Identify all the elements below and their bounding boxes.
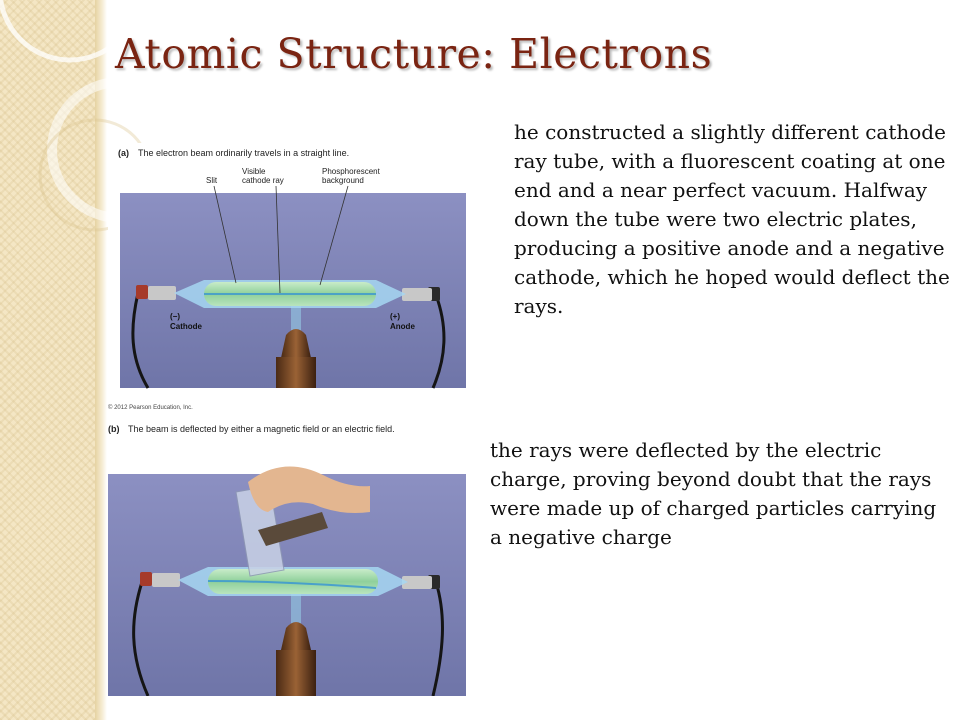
decorative-strip-edge — [95, 0, 107, 720]
label-visible-line1: Visible — [242, 167, 266, 176]
paragraph-tube-description: he constructed a slightly different cath… — [514, 120, 950, 318]
label-phosphorescent-line1: Phosphorescent — [322, 167, 381, 176]
deflected-beam — [207, 580, 377, 589]
slide-title: Atomic Structure: Electrons — [115, 30, 713, 78]
label-cathode: Cathode — [170, 322, 203, 331]
figure-a-straight-beam: (a) The electron beam ordinarily travels… — [108, 143, 470, 398]
figure-copyright: © 2012 Pearson Education, Inc. — [108, 404, 193, 411]
label-slit: Slit — [206, 176, 218, 185]
decorative-side-strip — [0, 0, 95, 720]
paragraph-deflection-result: the rays were deflected by the electric … — [490, 438, 937, 549]
hand — [248, 466, 370, 513]
label-anode-sign: (+) — [390, 312, 400, 321]
magnet-bar — [258, 512, 328, 546]
figure-a-caption: The electron beam ordinarily travels in … — [138, 148, 349, 158]
figure-a-caption-letter: (a) — [118, 148, 129, 158]
figure-b-deflected-beam: © 2012 Pearson Education, Inc. (b) The b… — [108, 400, 470, 696]
label-visible-line2: cathode ray — [242, 176, 284, 185]
label-anode: Anode — [390, 322, 415, 331]
figure-b-caption-letter: (b) — [108, 424, 120, 434]
figure-b-caption: The beam is deflected by either a magnet… — [128, 424, 395, 434]
label-phosphorescent-line2: background — [322, 176, 364, 185]
label-cathode-sign: (−) — [170, 312, 180, 321]
